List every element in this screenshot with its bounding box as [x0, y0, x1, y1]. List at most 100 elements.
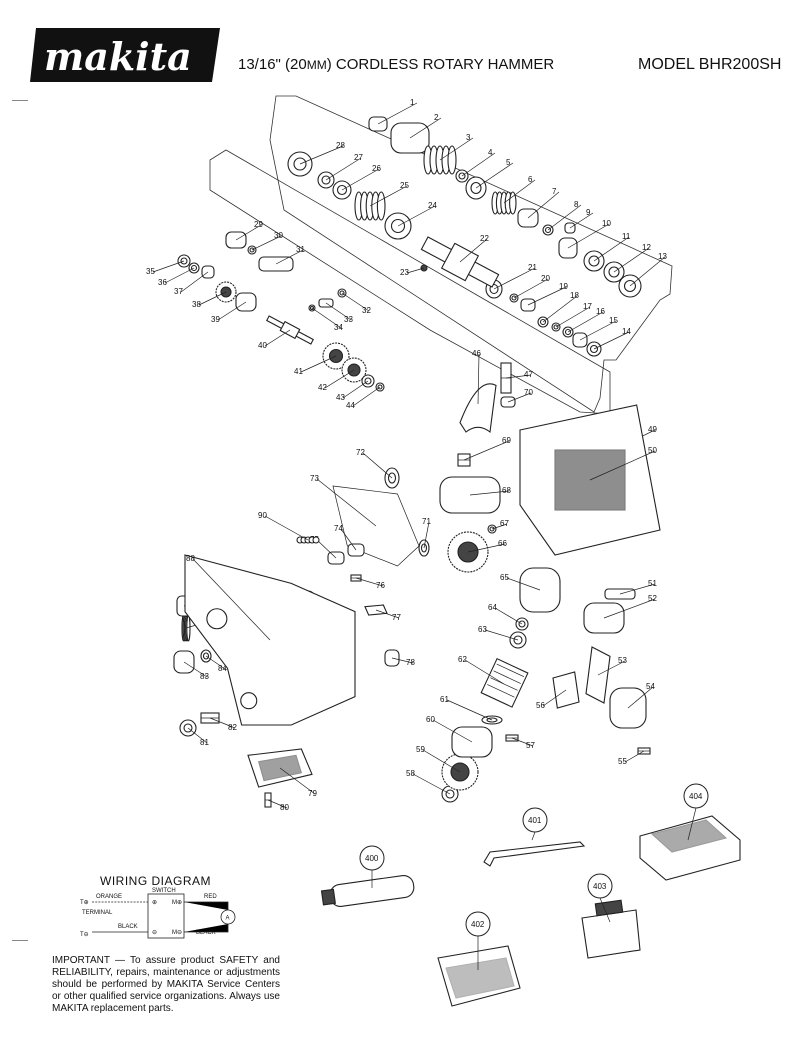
leader-line: [279, 767, 316, 795]
part-27: 27: [317, 153, 363, 189]
part-number-label: 73: [310, 474, 319, 483]
part-22: 22: [420, 234, 500, 288]
wiring-black-label-2: BLACK: [196, 930, 216, 936]
part-number-label: 28: [336, 141, 345, 150]
wiring-terminal-label: TERMINAL: [82, 910, 113, 916]
part-83: 83: [173, 650, 209, 681]
leader-line: [432, 719, 473, 743]
leader-line: [235, 224, 262, 241]
wiring-switch-plus: ⊕: [152, 900, 157, 906]
leader-line: [187, 727, 208, 744]
part-number-label: 61: [440, 695, 449, 704]
leader-line: [513, 278, 549, 299]
part-28: 28: [287, 141, 345, 177]
part-number-label: 47: [524, 370, 533, 379]
part-number-label: 65: [500, 573, 509, 582]
leader-line: [542, 295, 578, 323]
part-7: 7: [517, 187, 560, 228]
leader-line: [325, 157, 362, 181]
part-14: 14: [586, 327, 631, 357]
part-84: 84: [200, 649, 227, 673]
accessory-401: 401: [483, 807, 586, 867]
leader-line: [469, 490, 510, 496]
part-20: 20: [509, 274, 550, 303]
part-number-label: 11: [622, 232, 631, 241]
leader-line: [464, 659, 505, 685]
part-59: 59: [416, 745, 479, 791]
leader-line: [183, 661, 208, 678]
part-number-label: 53: [618, 656, 627, 665]
part-5: 5: [465, 158, 514, 200]
part-number-label: 44: [346, 401, 355, 410]
part-number-label: 78: [406, 658, 415, 667]
part-13: 13: [618, 252, 667, 298]
part-number-label: 82: [228, 723, 237, 732]
part-62: 62: [458, 655, 529, 708]
leader-line: [340, 528, 357, 551]
leader-line: [446, 699, 493, 721]
parts-layer: 1234567891011121314151617181920212223242…: [146, 98, 667, 812]
part-69: 69: [457, 436, 511, 467]
safety-notice: IMPORTANT — To assure product SAFETY and…: [52, 955, 280, 1014]
leader-line: [619, 583, 656, 595]
leader-line: [311, 307, 342, 329]
part-44: 44: [346, 382, 385, 410]
part-2: 2: [390, 113, 442, 154]
wiring-switch-minus: ⊖: [152, 930, 157, 936]
part-number-label: 8: [574, 200, 579, 209]
leader-line: [422, 749, 461, 773]
part-29: 29: [225, 220, 263, 249]
part-1: 1: [368, 98, 418, 132]
part-46: 46: [459, 349, 497, 434]
part-number-label: 40: [258, 341, 267, 350]
leader-line: [341, 168, 380, 191]
part-number-label: 90: [258, 511, 267, 520]
part-8: 8: [542, 200, 582, 236]
part-50: 50: [519, 404, 661, 556]
part-12: 12: [603, 243, 651, 283]
part-number-label: 7: [552, 187, 557, 196]
part-number-label: 36: [158, 278, 167, 287]
title-unit: MM: [306, 58, 327, 72]
part-number-label: 66: [498, 539, 507, 548]
leader-line: [217, 301, 247, 321]
leader-line: [205, 655, 226, 670]
part-number-label: 57: [526, 741, 535, 750]
part-73: 73: [310, 474, 420, 567]
part-9: 9: [564, 208, 594, 234]
part-58: 58: [406, 769, 459, 803]
logo-wordmark: makita: [44, 34, 192, 79]
part-number-label: 70: [524, 388, 533, 397]
part-number-label: 76: [376, 581, 385, 590]
part-number-label: 58: [406, 769, 415, 778]
part-78: 78: [384, 649, 415, 667]
part-38: 38: [192, 281, 237, 309]
part-65: 65: [500, 567, 561, 613]
part-54: 54: [609, 682, 655, 729]
part-40: 40: [258, 315, 314, 350]
leader-line: [164, 267, 195, 284]
leader-line: [209, 717, 236, 729]
accessory-number-label: 404: [689, 792, 703, 801]
part-number-label: 50: [648, 446, 657, 455]
part-70: 70: [500, 388, 533, 408]
part-number-label: 4: [488, 148, 493, 157]
wiring-terminal-plus: T⊕: [80, 900, 89, 906]
part-33: 33: [318, 298, 353, 324]
part-number-label: 25: [400, 181, 409, 190]
wiring-black-label-1: BLACK: [118, 924, 138, 930]
leader-line: [603, 598, 656, 619]
part-51: 51: [604, 579, 657, 600]
leader-line: [377, 102, 418, 125]
part-4: 4: [455, 148, 496, 183]
part-56: 56: [536, 671, 580, 710]
part-42: 42: [318, 357, 367, 392]
part-11: 11: [583, 232, 631, 272]
part-41: 41: [294, 342, 350, 376]
part-number-label: 80: [280, 803, 289, 812]
part-77: 77: [364, 604, 401, 622]
part-number-label: 64: [488, 603, 497, 612]
margin-tick-top: [12, 100, 28, 101]
part-number-label: 60: [426, 715, 435, 724]
